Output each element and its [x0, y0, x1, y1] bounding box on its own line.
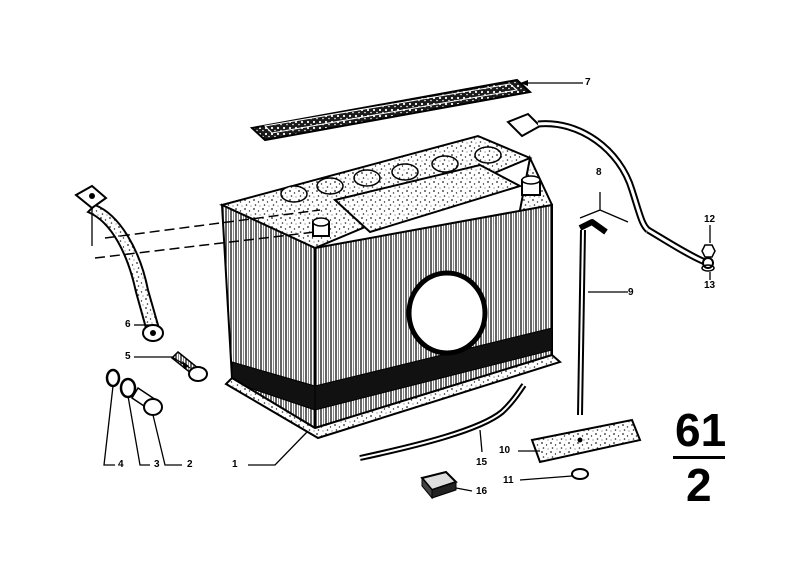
lock-washer-part-4 [105, 368, 121, 388]
arrow-head-7 [520, 80, 528, 86]
battery-body [219, 134, 562, 440]
vent-hose [359, 383, 527, 461]
nut-part-11 [571, 468, 589, 480]
callout-2: 2 [187, 459, 193, 470]
callout-15: 15 [476, 457, 488, 468]
callout-8: 8 [596, 167, 602, 178]
washer-part-3 [119, 377, 137, 399]
ground-strap [74, 184, 164, 342]
arrow-head-5 [182, 361, 189, 369]
callout-6: 6 [125, 319, 131, 330]
leader-lines [91, 82, 711, 492]
callout-7: 7 [585, 77, 591, 88]
callout-5: 5 [125, 351, 131, 362]
callout-16: 16 [476, 486, 488, 497]
battery-cover-mat [249, 78, 533, 142]
callout-13: 13 [704, 280, 716, 291]
bolt-part-5 [170, 350, 208, 382]
group-number-minor: 2 [686, 459, 712, 511]
callout-1: 1 [232, 459, 238, 470]
group-number-major: 61 [675, 404, 727, 456]
nut-part-12 [701, 244, 716, 258]
connector-block-part-16 [420, 470, 458, 500]
battery-terminals [312, 175, 541, 237]
cell-caps [280, 146, 502, 203]
group-number-divider [673, 456, 725, 459]
callout-11: 11 [503, 475, 514, 486]
callout-12: 12 [704, 214, 716, 225]
callout-4: 4 [118, 459, 124, 470]
assembly-lines [94, 209, 321, 259]
hold-down-rod [577, 219, 608, 416]
washer-part-13 [701, 264, 715, 272]
screw-part-2 [130, 386, 163, 416]
callout-9: 9 [628, 287, 634, 298]
callout-10: 10 [499, 445, 511, 456]
callout-3: 3 [154, 459, 160, 470]
positive-cable [506, 112, 714, 269]
clamp-plate [530, 418, 642, 464]
